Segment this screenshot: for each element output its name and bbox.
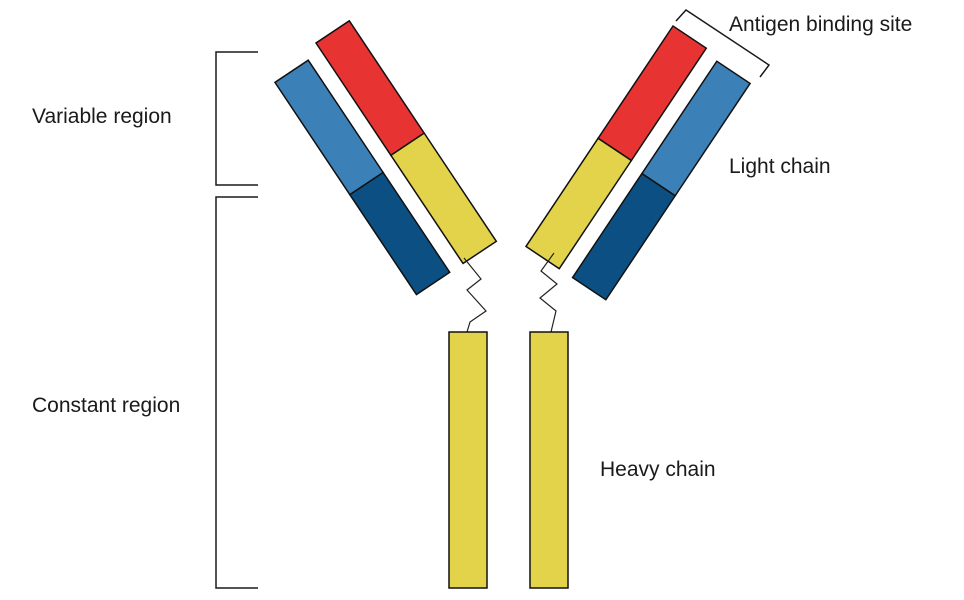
variable-region-label: Variable region	[32, 105, 172, 128]
antigen-binding-site-bracket	[675, 9, 771, 78]
constant-region-bracket	[215, 196, 258, 589]
antigen-binding-site-label: Antigen binding site	[729, 13, 912, 36]
right-heavy-chain-stem	[529, 331, 569, 589]
right-arm	[524, 24, 752, 301]
left-hinge-link	[463, 257, 487, 333]
left-arm	[273, 19, 498, 296]
variable-region-bracket	[215, 51, 258, 186]
right-heavy-constant-domain	[524, 137, 633, 270]
left-heavy-chain-stem	[448, 331, 488, 589]
constant-region-label: Constant region	[32, 394, 180, 417]
light-chain-label: Light chain	[729, 155, 831, 178]
left-light-constant-domain	[348, 171, 451, 296]
left-heavy-constant-domain	[389, 132, 498, 265]
heavy-chain-label: Heavy chain	[600, 458, 716, 481]
right-hinge-link	[539, 252, 558, 333]
right-light-constant-domain	[571, 172, 677, 301]
